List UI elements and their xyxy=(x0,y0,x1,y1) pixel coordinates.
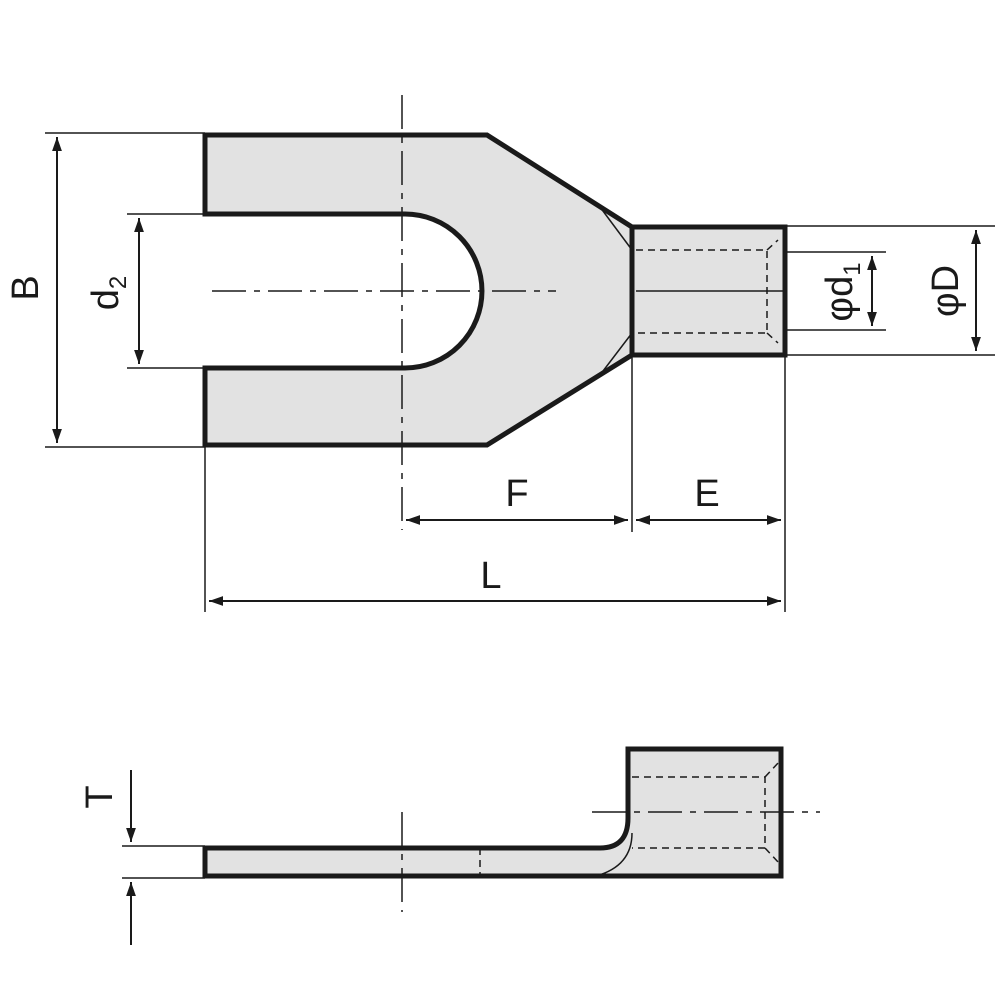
label-T: T xyxy=(79,785,121,808)
neck-chamfer-top xyxy=(599,206,633,251)
side-bore-flare-bottom xyxy=(764,847,779,863)
label-B: B xyxy=(5,275,47,300)
neck-chamfer-bottom xyxy=(599,332,633,376)
side-view: T xyxy=(79,746,820,945)
label-phid1: φd1 xyxy=(819,262,866,321)
hidden-bore-flare-top xyxy=(766,239,779,251)
side-profile xyxy=(202,746,784,879)
top-view: B d2 φd1 φD F E L xyxy=(5,95,995,612)
label-phiD: φD xyxy=(925,265,967,317)
label-d2: d2 xyxy=(85,276,132,311)
label-L: L xyxy=(480,555,501,597)
side-inner-bend xyxy=(595,832,633,877)
hidden-bore-flare-bottom xyxy=(766,332,779,344)
label-E: E xyxy=(694,473,719,515)
fork-body xyxy=(202,132,635,448)
side-bore-flare-top xyxy=(764,762,779,778)
label-F: F xyxy=(505,473,528,515)
